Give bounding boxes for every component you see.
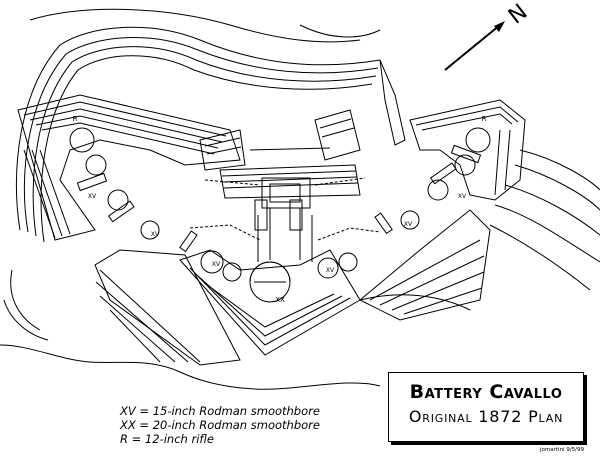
gun-emplacements [69,127,491,303]
rifle-label-right: R [482,115,487,123]
rodman15-label-5: XV [404,221,413,228]
rodman20-label: XX [275,296,285,304]
left-wing-embankment [17,94,241,241]
map-title: Battery Cavallo [409,381,563,403]
central-magazine [257,177,313,262]
title-box: Battery Cavallo Original 1872 Plan [388,372,584,442]
rodman15-label-2: XV [151,231,160,238]
central-traverses [199,109,361,199]
rodman15-label-4: XV [326,267,335,274]
dashed-platforms [189,177,381,241]
rodman15-label-6: XV [458,193,467,200]
shoreline [0,344,381,390]
map-subtitle: Original 1872 Plan [408,407,564,426]
rodman15-label-3: XV [212,261,221,268]
right-wing-embankment [379,59,526,201]
rodman15-label-1: XV [88,193,97,200]
gun-tubes [76,144,482,253]
lower-bastion [94,209,491,366]
author-credit: jomartini 9/5/99 [540,447,585,453]
terrain-contours-right [359,149,600,311]
legend-line-xv: XV = 15-inch Rodman smoothbore [120,404,320,418]
rifle-label-left: R [73,115,78,123]
legend: XV = 15-inch Rodman smoothbore XX = 20-i… [120,404,320,446]
north-arrow [444,21,505,71]
legend-line-r: R = 12-inch rifle [120,432,214,446]
legend-line-xx: XX = 20-inch Rodman smoothbore [120,418,320,432]
terrain-contours-left [3,8,381,341]
